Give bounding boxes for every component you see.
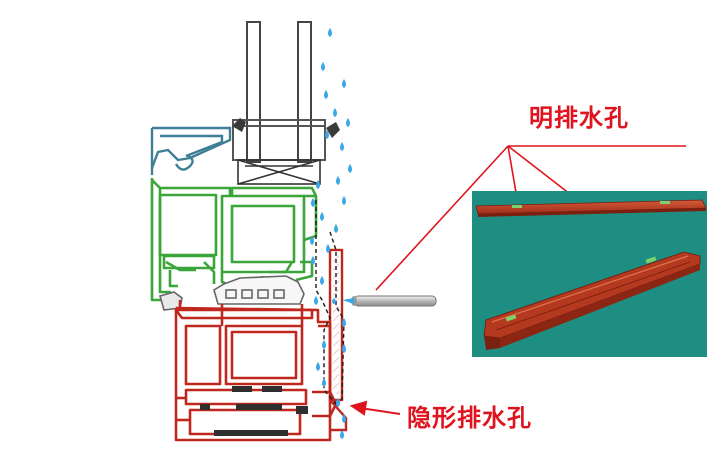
glass-panes [232, 21, 326, 163]
water-drops [310, 28, 352, 439]
visible-drain-hole-label: 明排水孔 [529, 104, 629, 132]
gasket-top [232, 118, 340, 138]
glass-spacer [237, 159, 321, 185]
glazing-bead [150, 126, 232, 175]
pointer-pipe [332, 295, 437, 307]
thermal-break [159, 275, 305, 311]
hidden-drain-hole-label: 隐形排水孔 [407, 404, 532, 432]
frame-outer-jamb [328, 248, 348, 432]
frame-gaskets [200, 386, 308, 436]
hidden-drain-arrow [349, 400, 401, 416]
water-path [315, 200, 345, 405]
frame-profile [174, 300, 338, 442]
drain-strip-inset [472, 191, 707, 357]
